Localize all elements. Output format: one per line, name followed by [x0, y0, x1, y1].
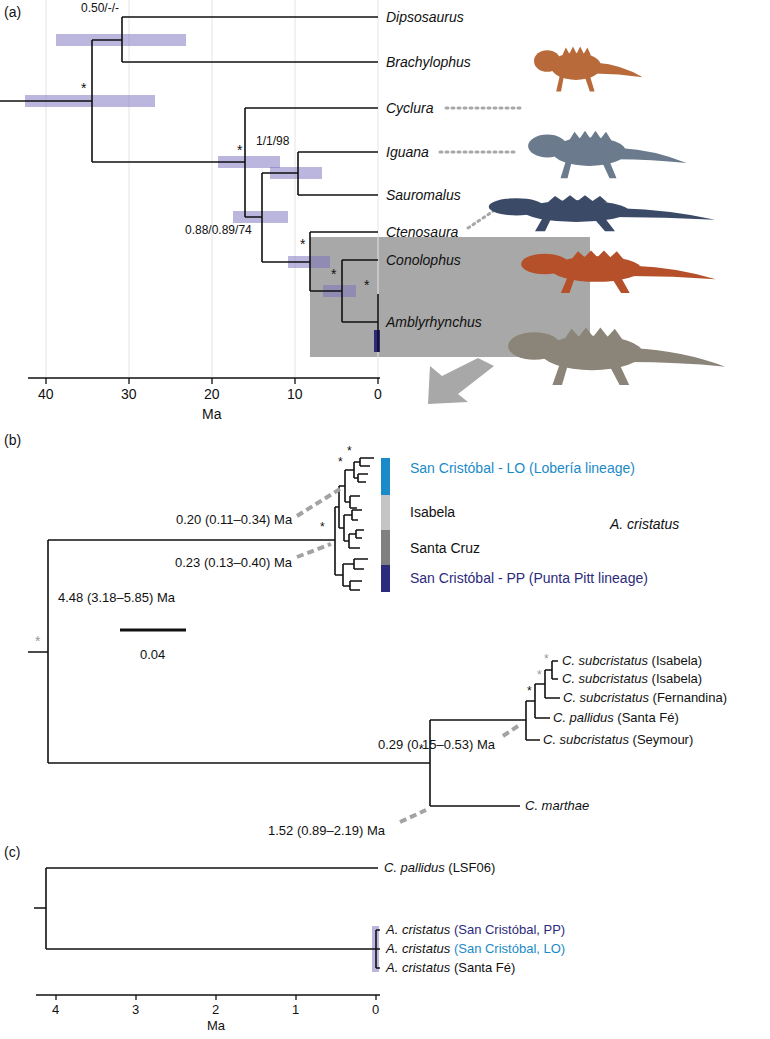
taxon-label: A. cristatus (San Cristóbal, LO)	[386, 942, 565, 957]
axis-tick-label: 0	[374, 386, 382, 402]
lineage-color-bar	[381, 458, 390, 495]
axis-tick-label: 3	[132, 1003, 139, 1018]
axis-tick-label: 10	[287, 386, 303, 402]
taxon-label: Dipsosaurus	[386, 9, 464, 25]
tree-branches	[34, 868, 380, 968]
tree-branches	[28, 458, 560, 806]
taxon-name: C. subcristatus	[543, 732, 629, 747]
axis-title: Ma	[207, 1019, 225, 1034]
taxon-label: A. cristatus (San Cristóbal, PP)	[386, 923, 565, 938]
support-star: *	[320, 521, 325, 535]
taxon-name: C. subcristatus	[562, 653, 648, 668]
node-age-label: 1.52 (0.89–2.19) Ma	[268, 824, 385, 839]
support-star: *	[338, 456, 343, 470]
taxon-name: A. cristatus	[386, 922, 450, 937]
lineage-label: Isabela	[410, 504, 455, 520]
taxon-label: Cyclura	[386, 100, 433, 116]
support-star: *	[237, 142, 242, 158]
support-star: *	[364, 277, 369, 293]
scale-bar-label: 0.04	[140, 648, 165, 663]
support-star: *	[347, 445, 352, 459]
taxon-label: Amblyrhynchus	[386, 314, 482, 330]
lineage-color-bar	[381, 565, 390, 592]
locality: (Santa Fé)	[450, 960, 515, 975]
axis-title: Ma	[202, 406, 221, 422]
support-value: 0.50/-/-	[81, 2, 119, 16]
lizard-illustration	[528, 131, 686, 179]
taxon-label: Ctenosaura	[386, 224, 458, 240]
support-star: *	[537, 669, 542, 683]
locality: (San Cristóbal, PP)	[450, 922, 565, 937]
locality: (Fernandina)	[649, 690, 727, 705]
taxon-label: Sauromalus	[386, 187, 461, 203]
taxon-label: C. pallidus (LSF06)	[384, 861, 495, 876]
support-star: *	[300, 236, 305, 252]
highlight-box: ConolophusAmblyrhynchus	[310, 237, 590, 357]
taxon-label: Iguana	[386, 144, 429, 160]
locality: (Isabela)	[648, 671, 702, 686]
support-star: *	[544, 653, 549, 667]
grid-lines	[46, 0, 378, 378]
lizard-illustration	[521, 250, 716, 293]
lineage-color-bar	[381, 530, 390, 565]
axis-tick-label: 4	[52, 1003, 59, 1018]
taxon-label: Conolophus	[386, 252, 461, 268]
node-age-label: 0.20 (0.11–0.34) Ma	[176, 513, 292, 528]
node-age-leaders	[297, 489, 521, 822]
panel-letter: (c)	[4, 844, 20, 860]
support-value: 1/1/98	[256, 135, 289, 149]
age-interval-bar	[374, 330, 380, 352]
scale-bar	[120, 629, 186, 632]
taxon-label: C. subcristatus (Seymour)	[543, 733, 693, 748]
support-star: *	[35, 633, 40, 649]
lineage-color-bar	[381, 495, 390, 530]
taxon-name: C. subcristatus	[562, 671, 648, 686]
lineage-label: San Cristóbal - LO (Lobería lineage)	[410, 460, 635, 476]
taxon-name: C. subcristatus	[563, 690, 649, 705]
node-age-label: 4.48 (3.18–5.85) Ma	[58, 591, 175, 606]
support-value: 0.88/0.89/74	[185, 224, 252, 238]
species-label: A. cristatus	[610, 516, 679, 532]
lizard-illustration	[534, 47, 643, 92]
lizard-illustration	[508, 328, 725, 386]
axis-tick-label: 40	[38, 386, 54, 402]
locality: (Seymour)	[629, 732, 693, 747]
locality: (San Cristóbal, LO)	[450, 941, 565, 956]
taxon-label: C. subcristatus (Fernandina)	[563, 691, 727, 706]
axis-tick-label: 1	[292, 1003, 299, 1018]
locality: (Isabela)	[648, 653, 702, 668]
lineage-label: San Cristóbal - PP (Punta Pitt lineage)	[410, 570, 648, 586]
support-star: *	[419, 743, 424, 757]
taxon-label: A. cristatus (Santa Fé)	[386, 961, 515, 976]
taxon-name: C. pallidus	[384, 860, 445, 875]
taxon-name: A. cristatus	[386, 941, 450, 956]
taxon-label: Brachylophus	[386, 54, 471, 70]
support-star: *	[527, 685, 532, 699]
taxon-label: C. subcristatus (Isabela)	[562, 654, 702, 669]
support-star: *	[331, 266, 336, 282]
node-age-label: 0.23 (0.13–0.40) Ma	[175, 556, 292, 571]
taxon-label: C. marthae	[525, 799, 589, 814]
taxon-name: C. pallidus	[553, 710, 614, 725]
axis-tick-label: 2	[212, 1003, 219, 1018]
time-axis	[28, 378, 380, 384]
support-star: *	[81, 80, 86, 96]
taxon-label: C. subcristatus (Isabela)	[562, 672, 702, 687]
panel-letter: (b)	[4, 432, 21, 448]
locality: (Santa Fé)	[614, 710, 679, 725]
axis-tick-label: 30	[121, 386, 137, 402]
locality: (LSF06)	[445, 860, 496, 875]
tree-branches	[0, 17, 378, 352]
panel-letter: (a)	[4, 4, 21, 20]
lizard-illustration	[489, 195, 715, 231]
zoom-arrow	[428, 358, 494, 404]
lineage-label: Santa Cruz	[410, 540, 480, 556]
node-age-label: 0.29 (0.15–0.53) Ma	[378, 738, 495, 753]
axis-tick-label: 20	[204, 386, 220, 402]
taxon-name: A. cristatus	[386, 960, 450, 975]
taxon-label: C. pallidus (Santa Fé)	[553, 711, 679, 726]
axis-tick-label: 0	[372, 1003, 379, 1018]
time-axis	[36, 995, 380, 1000]
